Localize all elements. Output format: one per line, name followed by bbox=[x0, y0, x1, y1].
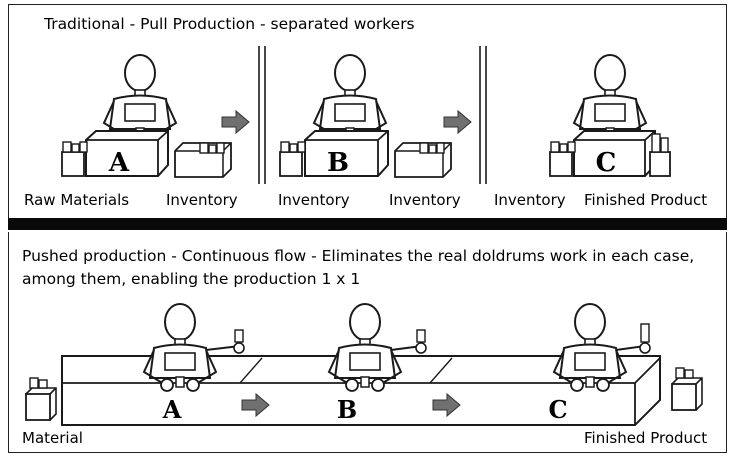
station-letter: C bbox=[548, 395, 567, 424]
pull-production-title: Traditional - Pull Production - separate… bbox=[44, 15, 415, 33]
finished-product-stack bbox=[649, 133, 671, 177]
pull-production-panel bbox=[8, 4, 727, 218]
material-box-icon bbox=[25, 377, 57, 421]
flow-arrow-icon bbox=[221, 110, 250, 134]
label-finished-product: Finished Product bbox=[584, 191, 708, 209]
station-divider bbox=[479, 46, 487, 184]
inventory-stack bbox=[279, 141, 306, 177]
worker-icon bbox=[103, 54, 177, 143]
separator-bar bbox=[8, 218, 727, 230]
push-production-panel bbox=[8, 232, 727, 453]
conveyor-belt bbox=[61, 355, 661, 426]
station-letter: B bbox=[337, 395, 357, 424]
inventory-crate bbox=[174, 142, 232, 178]
station-letter: C bbox=[596, 148, 617, 178]
label-inventory: Inventory bbox=[389, 191, 461, 209]
label-material: Material bbox=[22, 429, 83, 447]
push-title-line-2: among them, enabling the production 1 x … bbox=[22, 270, 361, 288]
station-b-top: B bbox=[279, 54, 452, 178]
station-b-bottom bbox=[328, 303, 427, 392]
station-letter: B bbox=[327, 148, 349, 178]
station-a-bottom bbox=[143, 303, 245, 392]
worker-icon bbox=[328, 303, 402, 392]
workbench-b bbox=[304, 130, 389, 177]
label-inventory: Inventory bbox=[494, 191, 566, 209]
worker-icon bbox=[573, 54, 647, 143]
worker-icon bbox=[553, 303, 627, 392]
label-raw-materials: Raw Materials bbox=[24, 191, 130, 209]
raw-materials-stack bbox=[61, 141, 88, 177]
station-letter: A bbox=[108, 148, 130, 178]
inventory-crate bbox=[394, 142, 452, 178]
worker-icon bbox=[313, 54, 387, 143]
push-production-title: Pushed production - Continuous flow - El… bbox=[22, 245, 727, 291]
flow-arrow-icon bbox=[443, 110, 472, 134]
station-c-top: C bbox=[549, 54, 671, 178]
label-inventory: Inventory bbox=[278, 191, 350, 209]
finished-product-box-icon bbox=[671, 367, 703, 411]
station-divider bbox=[258, 46, 266, 184]
push-title-line-1: Pushed production - Continuous flow - El… bbox=[22, 247, 695, 265]
label-finished-product: Finished Product bbox=[584, 429, 708, 447]
station-c-bottom bbox=[553, 303, 651, 392]
worker-icon bbox=[143, 303, 217, 392]
label-inventory: Inventory bbox=[166, 191, 238, 209]
station-a-top: A bbox=[61, 54, 232, 178]
inventory-stack bbox=[549, 141, 576, 177]
workbench-a bbox=[85, 130, 169, 177]
station-letter: A bbox=[162, 395, 182, 424]
